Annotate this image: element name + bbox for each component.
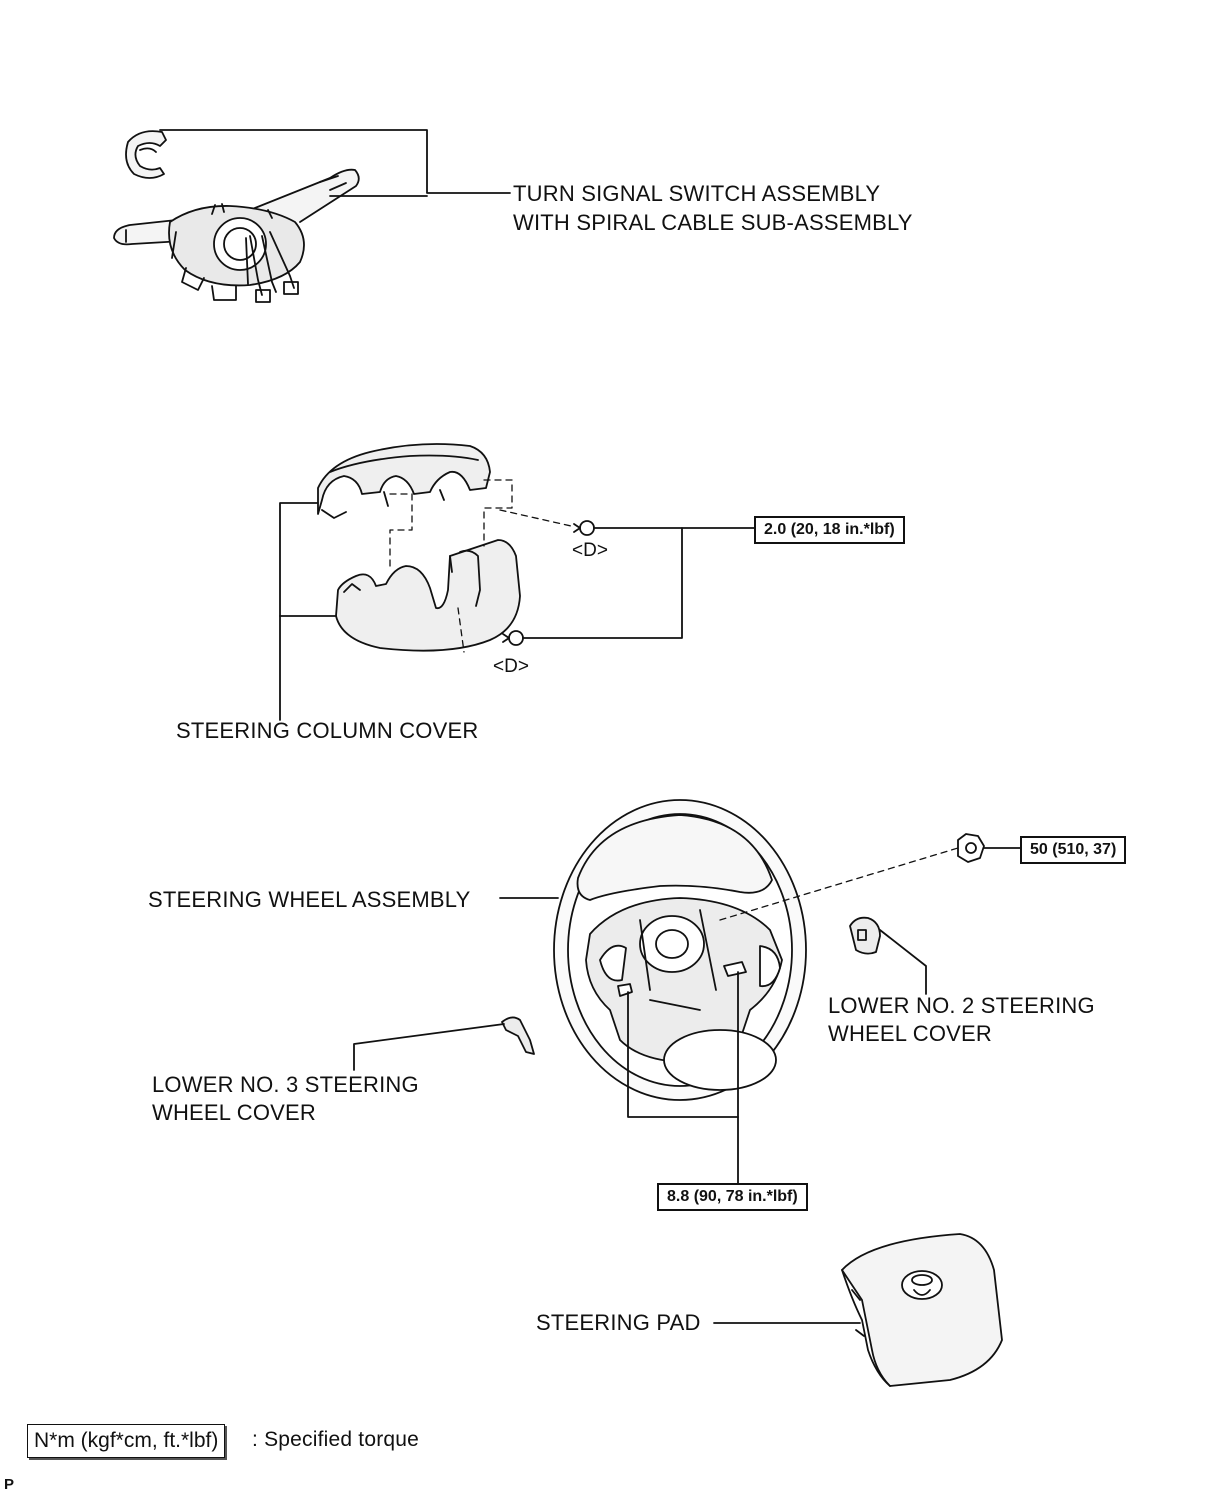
- steering-wheel-assembly-label: STEERING WHEEL ASSEMBLY: [148, 887, 471, 912]
- steering-column-cover-label: STEERING COLUMN COVER: [176, 718, 479, 743]
- steering-pad-label: STEERING PAD: [536, 1310, 701, 1335]
- steering-column-cover-illustration: [279, 443, 755, 721]
- lower-no2-label-line1: LOWER NO. 2 STEERING: [828, 993, 1095, 1018]
- torque-wheel-cover-screws: 8.8 (90, 78 in.*lbf): [657, 1183, 808, 1211]
- torque-column-cover: 2.0 (20, 18 in.*lbf): [754, 516, 905, 544]
- torque-wheel-nut: 50 (510, 37): [1020, 836, 1127, 864]
- steering-wheel-illustration: [499, 799, 1021, 1184]
- turn-signal-label-line1: TURN SIGNAL SWITCH ASSEMBLY: [513, 181, 881, 206]
- lower-no2-cover-illustration: [849, 916, 927, 995]
- screw-mark-upper: <D>: [572, 540, 608, 561]
- turn-signal-label-line2: WITH SPIRAL CABLE SUB-ASSEMBLY: [513, 210, 913, 235]
- screw-mark-lower: <D>: [493, 656, 529, 677]
- torque-legend-unit-box: N*m (kgf*cm, ft.*lbf): [27, 1424, 226, 1458]
- turn-signal-switch-illustration: [113, 129, 511, 303]
- footer-mark: P: [4, 1476, 15, 1493]
- torque-legend-description: : Specified torque: [252, 1428, 420, 1451]
- steering-pad-illustration: [713, 1233, 1003, 1387]
- lower-no3-label-line1: LOWER NO. 3 STEERING: [152, 1072, 419, 1097]
- lower-no2-label-line2: WHEEL COVER: [828, 1021, 992, 1046]
- lower-no3-label-line2: WHEEL COVER: [152, 1100, 316, 1125]
- lower-no3-cover-illustration: [353, 1016, 535, 1071]
